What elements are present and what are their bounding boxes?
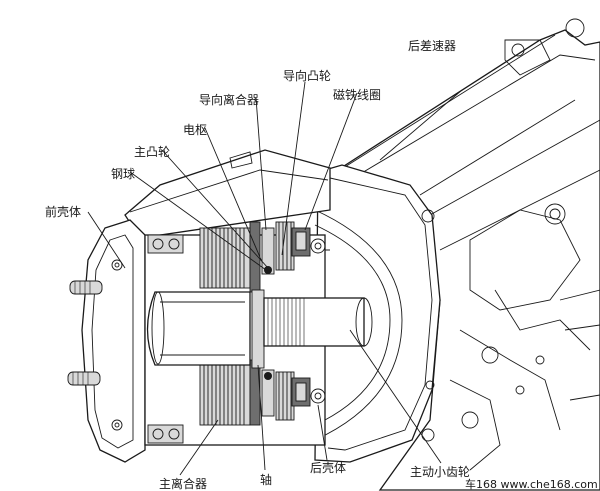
clutch-interior <box>144 221 373 446</box>
label-shaft: 轴 <box>260 472 272 487</box>
label-rear-differential: 后差速器 <box>408 39 456 53</box>
label-rear-housing: 后壳体 <box>310 461 346 475</box>
rear-housing-flange <box>314 164 441 463</box>
label-main-clutch: 主离合器 <box>159 476 207 491</box>
main-clutch-pack-upper <box>199 227 251 289</box>
label-magnetic-coil: 磁铁线圈 <box>333 87 381 102</box>
watermark: 车168 www.che168.com <box>465 477 598 491</box>
main-clutch-pack-lower <box>199 364 251 426</box>
label-guide-cam: 导向凸轮 <box>283 68 331 83</box>
part-labels: 后差速器 导向凸轮 导向离合器 磁铁线圈 电枢 主凸轮 钢球 前壳体 主离合器 … <box>45 39 598 491</box>
label-main-cam: 主凸轮 <box>134 145 170 159</box>
label-steel-ball: 钢球 <box>111 167 135 181</box>
leader-lines <box>87 81 463 476</box>
label-drive-pinion: 主动小齿轮 <box>410 465 470 479</box>
label-armature: 电枢 <box>183 122 207 137</box>
label-guide-clutch: 导向离合器 <box>199 92 259 107</box>
label-front-housing: 前壳体 <box>45 204 81 219</box>
front-housing <box>67 219 146 463</box>
